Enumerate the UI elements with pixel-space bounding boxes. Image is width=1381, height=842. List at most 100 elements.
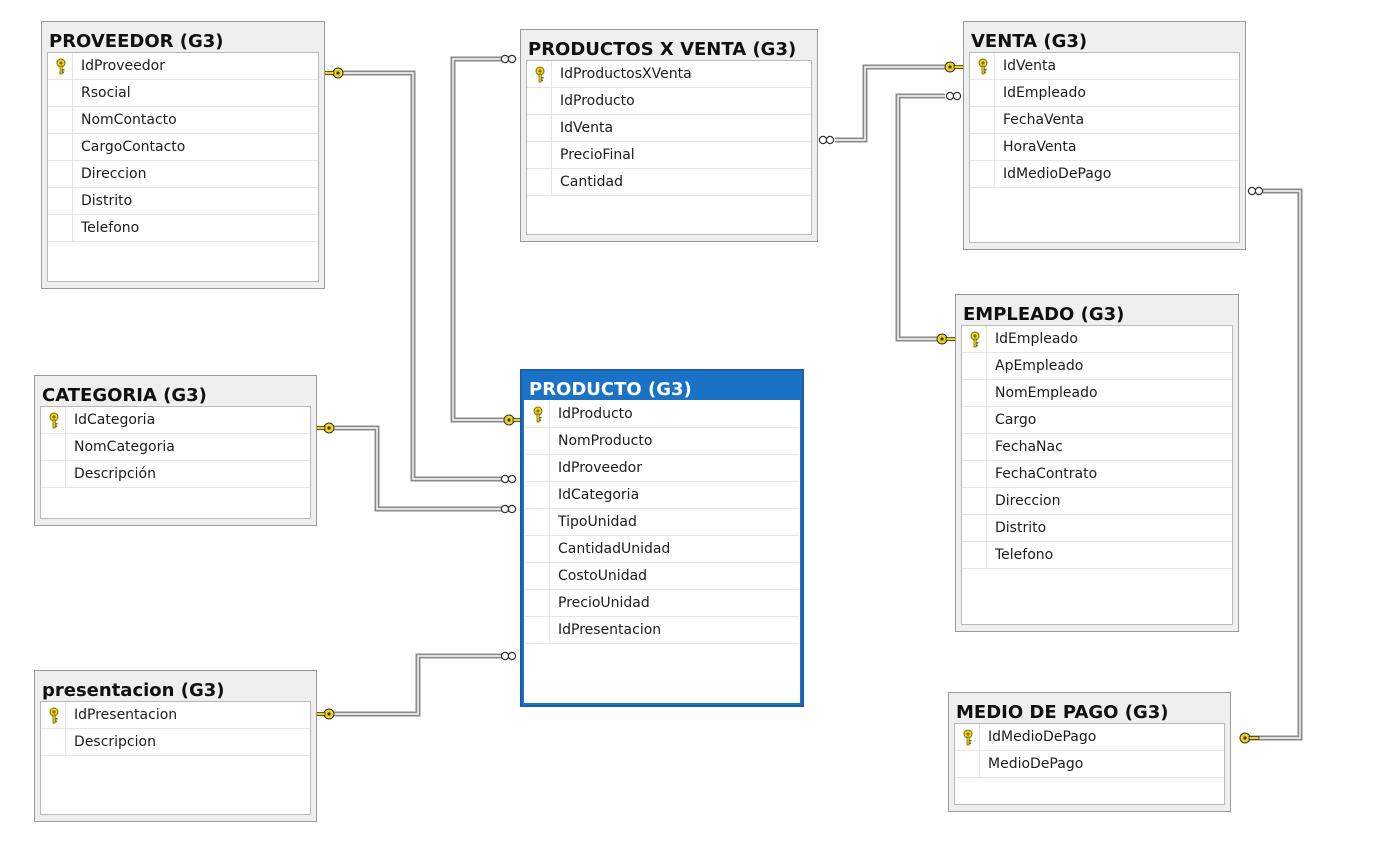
- field-row[interactable]: IdProducto: [527, 88, 811, 115]
- field-row[interactable]: FechaNac: [962, 434, 1232, 461]
- field-row[interactable]: IdProveedor: [525, 455, 799, 482]
- relationship-line: [332, 425, 503, 512]
- field-row[interactable]: Direccion: [962, 488, 1232, 515]
- field-row[interactable]: CantidadUnidad: [525, 536, 799, 563]
- field-name: Descripcion: [74, 734, 156, 750]
- field-row[interactable]: IdEmpleado: [962, 326, 1232, 353]
- field-name: CantidadUnidad: [558, 541, 671, 557]
- field-name: Rsocial: [81, 85, 131, 101]
- field-name: PrecioFinal: [560, 147, 635, 163]
- key-icon: [978, 58, 988, 75]
- field-row[interactable]: IdProductosXVenta: [527, 61, 811, 88]
- field-list: IdProveedor Rsocial NomContacto CargoCon…: [47, 52, 319, 282]
- field-name: Direccion: [81, 166, 147, 182]
- relationship-line-inner: [332, 655, 503, 715]
- table-medio-de-pago[interactable]: MEDIO DE PAGO (G3) IdMedioDePago MedioDe…: [948, 692, 1231, 812]
- field-name: IdPresentacion: [558, 622, 662, 638]
- field-row[interactable]: NomEmpleado: [962, 380, 1232, 407]
- key-end-icon: [327, 426, 331, 430]
- field-row[interactable]: PrecioFinal: [527, 142, 811, 169]
- field-name: IdVenta: [560, 120, 614, 136]
- field-row[interactable]: IdMedioDePago: [955, 724, 1224, 751]
- field-row[interactable]: IdProveedor: [48, 53, 318, 80]
- field-name: NomProducto: [558, 433, 653, 449]
- table-productos-x-venta[interactable]: PRODUCTOS X VENTA (G3) IdProductosXVenta…: [520, 29, 818, 242]
- many-end-icon: [825, 135, 835, 145]
- field-row[interactable]: IdPresentacion: [525, 617, 799, 644]
- field-name: PrecioUnidad: [558, 595, 650, 611]
- field-list: IdProducto NomProducto IdProveedor IdCat…: [524, 400, 800, 703]
- field-name: MedioDePago: [988, 756, 1084, 772]
- relationship-line: [450, 56, 510, 423]
- field-name: IdCategoria: [558, 487, 640, 503]
- table-title: PRODUCTOS X VENTA (G3): [528, 39, 797, 60]
- field-row[interactable]: Descripción: [41, 461, 310, 488]
- relationship-line-inner: [342, 72, 503, 480]
- table-title: EMPLEADO (G3): [963, 304, 1125, 325]
- field-row[interactable]: MedioDePago: [955, 751, 1224, 778]
- field-row[interactable]: FechaContrato: [962, 461, 1232, 488]
- field-row[interactable]: IdProducto: [525, 401, 799, 428]
- field-row[interactable]: FechaVenta: [970, 107, 1239, 134]
- field-row[interactable]: IdVenta: [527, 115, 811, 142]
- many-end-icon: [818, 135, 828, 145]
- table-producto[interactable]: PRODUCTO (G3) IdProducto NomProducto IdP…: [520, 369, 804, 707]
- key-icon: [49, 707, 59, 724]
- field-name: NomCategoria: [74, 439, 175, 455]
- field-row[interactable]: HoraVenta: [970, 134, 1239, 161]
- table-proveedor[interactable]: PROVEEDOR (G3) IdProveedor Rsocial NomCo…: [41, 21, 325, 289]
- field-row[interactable]: NomCategoria: [41, 434, 310, 461]
- many-end-icon: [500, 504, 510, 514]
- field-row[interactable]: IdPresentacion: [41, 702, 310, 729]
- field-row[interactable]: Direccion: [48, 161, 318, 188]
- key-end-icon: [507, 418, 511, 422]
- table-empleado[interactable]: EMPLEADO (G3) IdEmpleado ApEmpleado NomE…: [955, 294, 1239, 632]
- field-row[interactable]: Rsocial: [48, 80, 318, 107]
- field-name: Cargo: [995, 412, 1037, 428]
- field-name: IdMedioDePago: [1003, 166, 1112, 182]
- field-row[interactable]: Telefono: [48, 215, 318, 242]
- field-row[interactable]: PrecioUnidad: [525, 590, 799, 617]
- relationship-line-inner: [835, 66, 945, 141]
- many-end-icon: [945, 91, 955, 101]
- many-end-icon: [500, 474, 510, 484]
- field-name: HoraVenta: [1003, 139, 1077, 155]
- field-row[interactable]: IdVenta: [970, 53, 1239, 80]
- table-title: PRODUCTO (G3): [529, 379, 692, 400]
- key-end-icon: [940, 337, 944, 341]
- key-end-icon: [1248, 736, 1260, 740]
- key-icon: [49, 412, 59, 429]
- key-icon: [963, 729, 973, 746]
- field-row[interactable]: Distrito: [48, 188, 318, 215]
- key-end-icon: [948, 65, 952, 69]
- field-list: IdEmpleado ApEmpleado NomEmpleado Cargo …: [961, 325, 1233, 625]
- field-row[interactable]: CostoUnidad: [525, 563, 799, 590]
- field-row[interactable]: IdMedioDePago: [970, 161, 1239, 188]
- table-presentacion[interactable]: presentacion (G3) IdPresentacion Descrip…: [34, 670, 317, 822]
- field-row[interactable]: NomContacto: [48, 107, 318, 134]
- field-name: IdCategoria: [74, 412, 156, 428]
- field-row[interactable]: Cantidad: [527, 169, 811, 196]
- field-row[interactable]: Cargo: [962, 407, 1232, 434]
- many-end-icon: [507, 474, 517, 484]
- table-categoria[interactable]: CATEGORIA (G3) IdCategoria NomCategoria …: [34, 375, 317, 526]
- field-row[interactable]: ApEmpleado: [962, 353, 1232, 380]
- field-row[interactable]: TipoUnidad: [525, 509, 799, 536]
- relationship-line: [1250, 188, 1303, 741]
- field-row[interactable]: CargoContacto: [48, 134, 318, 161]
- field-row[interactable]: Descripcion: [41, 729, 310, 756]
- field-row[interactable]: IdEmpleado: [970, 80, 1239, 107]
- many-end-icon: [1247, 186, 1257, 196]
- field-row[interactable]: IdCategoria: [41, 407, 310, 434]
- field-name: Cantidad: [560, 174, 623, 190]
- table-venta[interactable]: VENTA (G3) IdVenta IdEmpleado FechaVenta…: [963, 21, 1246, 250]
- field-name: IdProducto: [558, 406, 633, 422]
- field-row[interactable]: Distrito: [962, 515, 1232, 542]
- field-row[interactable]: IdCategoria: [525, 482, 799, 509]
- key-icon: [970, 331, 980, 348]
- field-row[interactable]: Telefono: [962, 542, 1232, 569]
- key-icon: [535, 66, 545, 83]
- field-row[interactable]: NomProducto: [525, 428, 799, 455]
- field-name: Distrito: [995, 520, 1047, 536]
